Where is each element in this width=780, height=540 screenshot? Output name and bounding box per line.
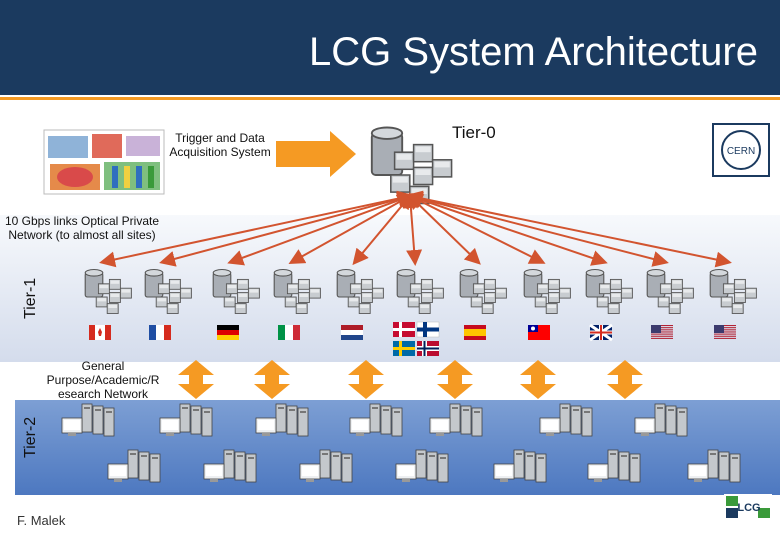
- norway-flag: [417, 341, 439, 356]
- uk-flag-9: [589, 323, 613, 342]
- tier2-link-arrow-1: [178, 360, 214, 399]
- workstation-row2-5: [493, 449, 547, 483]
- workstation-row1-2: [159, 403, 213, 437]
- tier2-link-arrow-6: [607, 360, 643, 399]
- taiwan-flag-8: [528, 325, 550, 340]
- workstation-row1-3: [255, 403, 309, 437]
- header-bar: LCG System Architecture: [0, 0, 780, 95]
- tier1-cluster-1: [84, 268, 132, 314]
- spain-flag-7: [464, 325, 486, 340]
- finland-flag: [416, 321, 440, 338]
- tier0-servers: [370, 126, 453, 205]
- tier1-cluster-5: [336, 268, 384, 314]
- cern-logo: CERN: [712, 123, 770, 177]
- tier1-flags: [89, 321, 736, 356]
- workstation-row1-5: [429, 403, 483, 437]
- detector-image: [43, 129, 165, 195]
- tier0-tier1-links: [99, 190, 732, 268]
- tier1-cluster-7: [459, 268, 507, 314]
- tier1-tier2-arrows: [178, 360, 643, 399]
- link-arrow-8: [406, 194, 546, 264]
- workstation-row1-7: [634, 403, 688, 437]
- tier2-label: Tier-2: [22, 416, 39, 458]
- link-arrow-9: [406, 192, 608, 266]
- tier0-label: Tier-0: [452, 123, 496, 142]
- tier1-cluster-3: [212, 268, 260, 314]
- general-network-label: General Purpose/Academic/R esearch Netwo…: [46, 359, 160, 401]
- link-arrow-2: [159, 191, 414, 267]
- tier1-cluster-10: [646, 268, 694, 314]
- workstation-row1-4: [349, 403, 403, 437]
- link-arrow-6: [402, 192, 423, 266]
- links-label: 10 Gbps links Optical Private Network (t…: [4, 214, 160, 242]
- tier1-clusters: [84, 268, 757, 314]
- workstation-row1-6: [539, 403, 593, 437]
- sweden-flag: [393, 341, 415, 356]
- canada-flag-1: [89, 325, 111, 340]
- tier1-cluster-6: [396, 268, 444, 314]
- page-title: LCG System Architecture: [308, 30, 758, 74]
- tier2-link-arrow-3: [348, 360, 384, 399]
- tier2-link-arrow-5: [520, 360, 556, 399]
- denmark-flag: [393, 322, 415, 337]
- svg-text:LCG: LCG: [737, 502, 760, 514]
- tier2-workstations: [61, 403, 741, 483]
- workstation-row2-2: [203, 449, 257, 483]
- workstation-row1-1: [61, 403, 115, 437]
- tier1-cluster-8: [523, 268, 571, 314]
- tier2-link-arrow-4: [437, 360, 473, 399]
- tier2-link-arrow-2: [254, 360, 290, 399]
- tier1-cluster-2: [144, 268, 192, 314]
- tier1-label: Tier-1: [22, 277, 39, 319]
- link-arrow-10: [406, 191, 669, 267]
- link-arrow-11: [406, 190, 732, 268]
- tier1-cluster-11: [709, 268, 757, 314]
- usa-flag-10: [651, 325, 673, 339]
- author-credit: F. Malek: [17, 513, 66, 528]
- netherlands-flag-5: [341, 325, 363, 340]
- usa-flag-11: [714, 325, 736, 339]
- link-arrow-4: [288, 194, 414, 264]
- lcg-logo: LCG: [724, 494, 772, 520]
- france-flag-2: [149, 325, 171, 340]
- link-arrow-7: [407, 193, 481, 265]
- workstation-row2-6: [587, 449, 641, 483]
- tier1-cluster-9: [585, 268, 633, 314]
- italy-flag-4: [278, 325, 300, 340]
- workstation-row2-7: [687, 449, 741, 483]
- data-flow-arrow: [276, 131, 356, 177]
- accent-divider: [0, 97, 780, 100]
- tier0-server-cluster: [370, 126, 453, 205]
- workstation-row2-3: [299, 449, 353, 483]
- trigger-daq-label: Trigger and Data Acquisition System: [169, 131, 271, 159]
- link-arrow-5: [352, 192, 413, 266]
- svg-text:CERN: CERN: [727, 146, 755, 157]
- tier1-cluster-4: [273, 268, 321, 314]
- workstation-row2-1: [107, 449, 161, 483]
- workstation-row2-4: [395, 449, 449, 483]
- germany-flag-3: [217, 325, 239, 340]
